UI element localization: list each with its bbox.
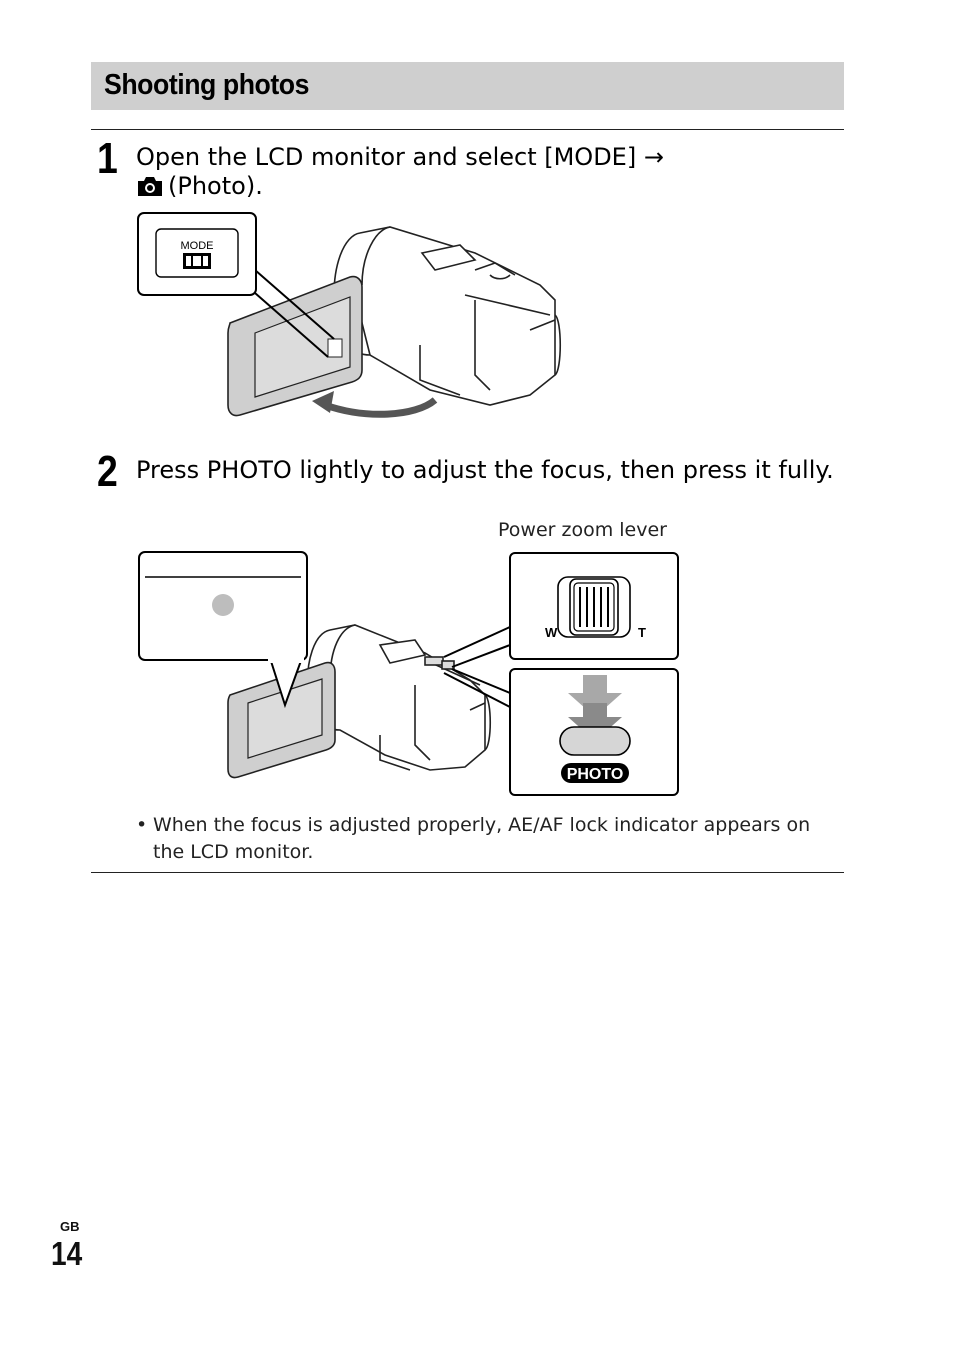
- note-bullet: •: [136, 814, 148, 836]
- rotate-arrow-icon: [312, 391, 438, 418]
- step-1-text-line1: Open the LCD monitor and select [MODE] →: [136, 143, 664, 171]
- focus-note: • When the focus is adjusted properly, A…: [136, 812, 836, 866]
- lcd-monitor-open: [227, 275, 363, 417]
- step-2-illustration: W T PHOTO: [138, 551, 679, 796]
- step-2-text: Press PHOTO lightly to adjust the focus,…: [136, 456, 834, 484]
- photo-button-callout: PHOTO: [443, 668, 679, 796]
- mode-button-label: MODE: [181, 240, 214, 252]
- note-text: When the focus is adjusted properly, AE/…: [153, 814, 811, 863]
- step-2-number: 2: [97, 447, 118, 496]
- lcd-monitor-open: [227, 661, 336, 779]
- mode-callout: MODE: [137, 212, 335, 358]
- section-title-bar: Shooting photos: [91, 62, 844, 110]
- photo-button: [559, 726, 631, 756]
- camcorder-body: [333, 226, 561, 406]
- camcorder-body: [306, 624, 492, 771]
- zoom-callout: W T: [443, 552, 679, 668]
- lcd-callout: [138, 551, 308, 709]
- step-1-text: Open the LCD monitor and select [MODE] →…: [136, 143, 836, 201]
- ae-af-lock-indicator: [212, 594, 234, 616]
- zoom-w-label: W: [545, 625, 558, 640]
- step-1-illustration: MODE: [137, 212, 561, 418]
- power-zoom-lever-caption: Power zoom lever: [498, 519, 667, 541]
- photo-button-label: PHOTO: [567, 766, 624, 783]
- camera-icon: [138, 177, 162, 196]
- page-number: 14: [51, 1235, 83, 1272]
- step-1-text-line2: (Photo).: [168, 172, 263, 200]
- top-rule: [91, 129, 844, 130]
- movie-film-icon: [183, 253, 211, 269]
- photo-label-badge: [561, 763, 629, 783]
- power-zoom-lever: [557, 576, 631, 638]
- bottom-rule: [91, 872, 844, 873]
- step-1-number: 1: [97, 134, 118, 183]
- section-title: Shooting photos: [104, 69, 310, 101]
- page-language-code: GB: [60, 1219, 80, 1234]
- zoom-t-label: T: [638, 625, 646, 640]
